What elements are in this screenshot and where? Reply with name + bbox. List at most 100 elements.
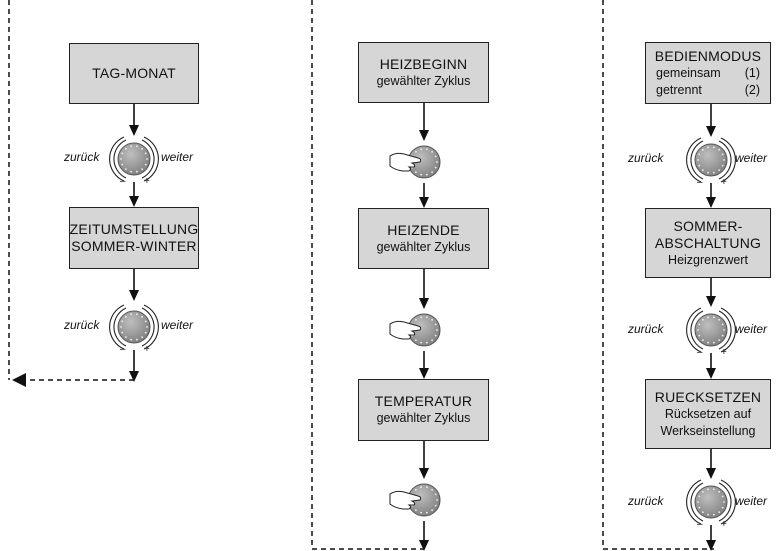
knob-dot	[701, 511, 704, 514]
rotate-arrows-icon	[109, 304, 125, 350]
knob-icon	[407, 145, 441, 179]
arrow-head	[129, 371, 139, 382]
knob-dot	[697, 159, 699, 161]
knob-dot	[436, 499, 438, 501]
knob-dot	[701, 148, 704, 151]
option-label: gemeinsam	[656, 65, 721, 80]
knob-dot	[718, 318, 721, 321]
arrow-head	[419, 298, 429, 309]
knob-dot	[718, 339, 721, 342]
plus-sign: +	[721, 347, 727, 358]
knob-dot	[144, 320, 147, 323]
arrow-head	[129, 290, 139, 301]
knob-dot	[698, 164, 701, 167]
knob-dot	[698, 495, 701, 498]
rotate-arrows-icon	[109, 136, 125, 182]
flow-arrow	[129, 269, 139, 301]
dashed-lines	[8, 0, 714, 550]
knob-icon	[694, 313, 728, 347]
press-control	[389, 483, 441, 517]
arrow-head	[419, 130, 429, 141]
rotate-arrows-icon	[690, 310, 704, 350]
arrow-head	[419, 368, 429, 379]
knob-dot	[697, 501, 699, 503]
box-line: ZEITUMSTELLUNG	[69, 221, 199, 237]
knob-body	[694, 313, 728, 347]
knob-dot	[718, 490, 721, 493]
box-ruecksetzen: RUECKSETZEN Rücksetzen auf Werkseinstell…	[645, 379, 771, 449]
box-zeitumstellung: ZEITUMSTELLUNG SOMMER-WINTER	[69, 207, 199, 269]
next-label: weiter	[161, 150, 194, 164]
knob-dot	[425, 341, 428, 344]
knob-dot	[718, 148, 721, 151]
knob-dot	[701, 169, 704, 172]
flow-arrow	[419, 521, 429, 551]
knob-dot	[721, 495, 724, 498]
knob-dot	[414, 488, 417, 491]
rotate-arrows-icon	[686, 137, 702, 183]
knob-dot	[124, 168, 127, 171]
rotate-arrows-icon	[720, 307, 736, 353]
knob-dot	[141, 315, 144, 318]
knob-dot	[712, 488, 715, 491]
knob-dot	[718, 169, 721, 172]
knob-dot	[425, 173, 428, 176]
knob-dot	[698, 323, 701, 326]
knob-dot	[701, 318, 704, 321]
rotate-arrows-icon	[143, 136, 159, 182]
knob-dot	[701, 490, 704, 493]
knob-dot	[425, 511, 428, 514]
knob-dot	[144, 152, 147, 155]
next-label: weiter	[735, 494, 768, 508]
box-heizbeginn: HEIZBEGINN gewählter Zyklus	[358, 42, 489, 103]
knob-dot	[434, 334, 437, 337]
knob-dot	[707, 513, 710, 516]
box-heizende: HEIZENDE gewählter Zyklus	[358, 208, 489, 269]
flow-arrow	[129, 182, 139, 207]
flow-arrow	[129, 104, 139, 136]
knob-dot	[434, 166, 437, 169]
knob-dot	[436, 329, 438, 331]
arrow-head	[706, 126, 716, 137]
knob-dot	[144, 331, 147, 334]
arrow-head	[706, 540, 716, 551]
knob-dot	[431, 171, 434, 174]
knob-dot	[723, 329, 725, 331]
rotate-arrows-icon	[113, 307, 127, 347]
knob-dot	[425, 148, 428, 151]
back-label: zurück	[628, 494, 664, 508]
knob-dot	[431, 318, 434, 321]
knob-body	[694, 485, 728, 519]
knob-dot	[697, 329, 699, 331]
box-line: HEIZBEGINN	[379, 55, 468, 72]
knob-dot	[130, 338, 133, 341]
knob-dot	[141, 147, 144, 150]
box-line: gewählter Zyklus	[376, 73, 471, 88]
knob-dot	[130, 313, 133, 316]
press-control	[389, 145, 441, 179]
rotate-arrows-icon	[690, 140, 704, 180]
knob-body	[117, 310, 151, 344]
knob-dot	[723, 159, 725, 161]
arrow-head	[419, 468, 429, 479]
arrow-head	[706, 368, 716, 379]
plus-sign: +	[144, 176, 150, 187]
knob-dot	[144, 163, 147, 166]
rotate-arrows-icon	[718, 310, 732, 350]
box-line: ABSCHALTUNG	[654, 234, 762, 251]
knob-dot	[121, 331, 124, 334]
knob-dot	[141, 168, 144, 171]
plus-sign: +	[144, 344, 150, 355]
box-line: TEMPERATUR	[374, 393, 473, 409]
minus-sign: –	[120, 344, 126, 355]
knob-dot	[135, 145, 138, 148]
knob-dot	[420, 341, 423, 344]
next-label: weiter	[735, 322, 768, 336]
knob-dot	[698, 153, 701, 156]
knob-dot	[434, 504, 437, 507]
option-label: getrennt	[656, 82, 702, 97]
next-label: weiter	[161, 318, 194, 332]
knob-dot	[721, 334, 724, 337]
flow-arrow	[419, 103, 429, 141]
